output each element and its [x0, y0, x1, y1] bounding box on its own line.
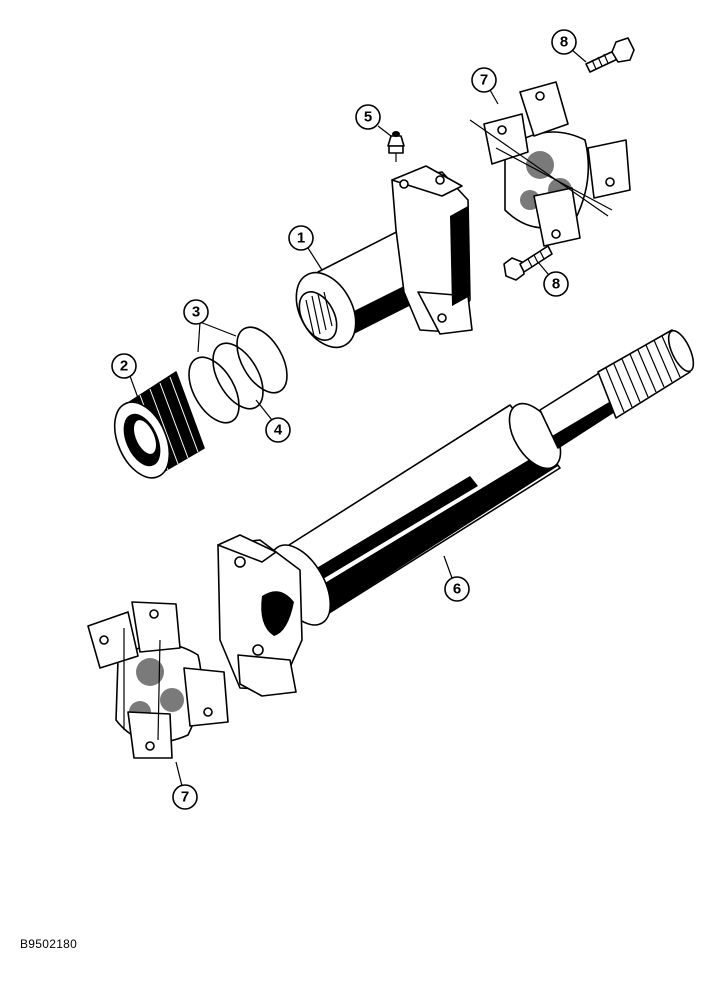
callout-8-bottom: 8: [537, 261, 569, 297]
seal-ring-parts: [188, 326, 288, 424]
bolt-top-part: [585, 37, 635, 73]
callout-7-top-label: 7: [480, 72, 488, 89]
grease-fitting-part: [387, 131, 405, 162]
callout-3: 3: [183, 299, 237, 353]
universal-joint-top-part: [469, 81, 631, 247]
callout-8-top-label: 8: [560, 34, 568, 51]
callout-6: 6: [443, 555, 470, 602]
bolt-bottom-part: [503, 245, 553, 281]
callout-2-label: 2: [120, 358, 128, 375]
reference-code: B9502180: [20, 937, 78, 951]
slip-yoke-part: [295, 165, 473, 349]
universal-joint-bottom-part: [87, 601, 229, 759]
callout-1-label: 1: [297, 230, 305, 247]
callout-5: 5: [355, 104, 392, 137]
callout-4: 4: [255, 399, 291, 443]
callout-7-top: 7: [471, 67, 499, 105]
drive-shaft-part: [217, 329, 695, 697]
callout-2: 2: [111, 353, 139, 399]
callout-7-bottom: 7: [172, 761, 198, 810]
callout-4-label: 4: [274, 422, 283, 439]
callout-8-bottom-label: 8: [552, 276, 560, 293]
callout-6-label: 6: [453, 581, 461, 598]
callout-8-top: 8: [551, 29, 587, 63]
bushing-part: [113, 371, 205, 479]
callout-3-label: 3: [192, 304, 200, 321]
callout-5-label: 5: [364, 109, 372, 126]
callout-7-bottom-label: 7: [181, 789, 189, 806]
callout-1: 1: [288, 225, 323, 271]
